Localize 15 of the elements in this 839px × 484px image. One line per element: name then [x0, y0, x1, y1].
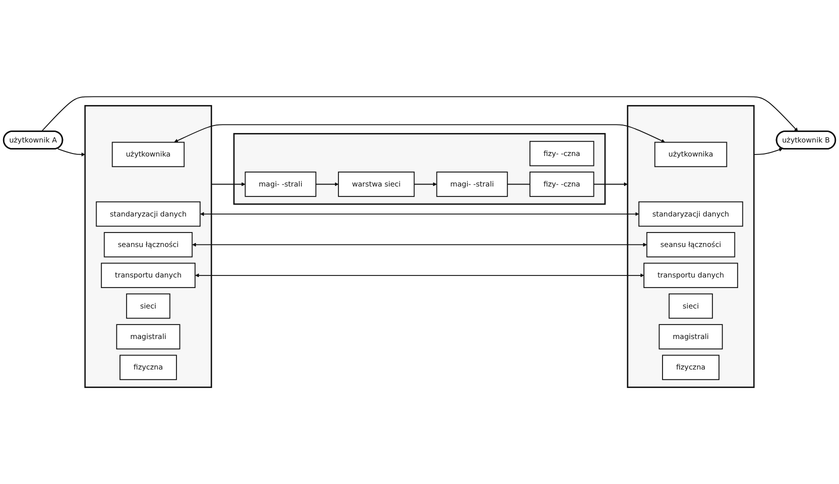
arrow [315, 182, 339, 186]
arrow [192, 242, 648, 247]
arrow [41, 96, 798, 132]
cluster [626, 105, 755, 388]
arrow [174, 124, 666, 143]
arrow [414, 182, 437, 186]
arrow [200, 212, 640, 216]
arrow [57, 148, 86, 156]
arrow [210, 182, 246, 186]
arrow [195, 273, 644, 278]
connector [506, 184, 530, 185]
arrow [593, 182, 628, 186]
arrow [754, 148, 783, 155]
cluster [84, 105, 212, 388]
cluster [233, 133, 606, 205]
